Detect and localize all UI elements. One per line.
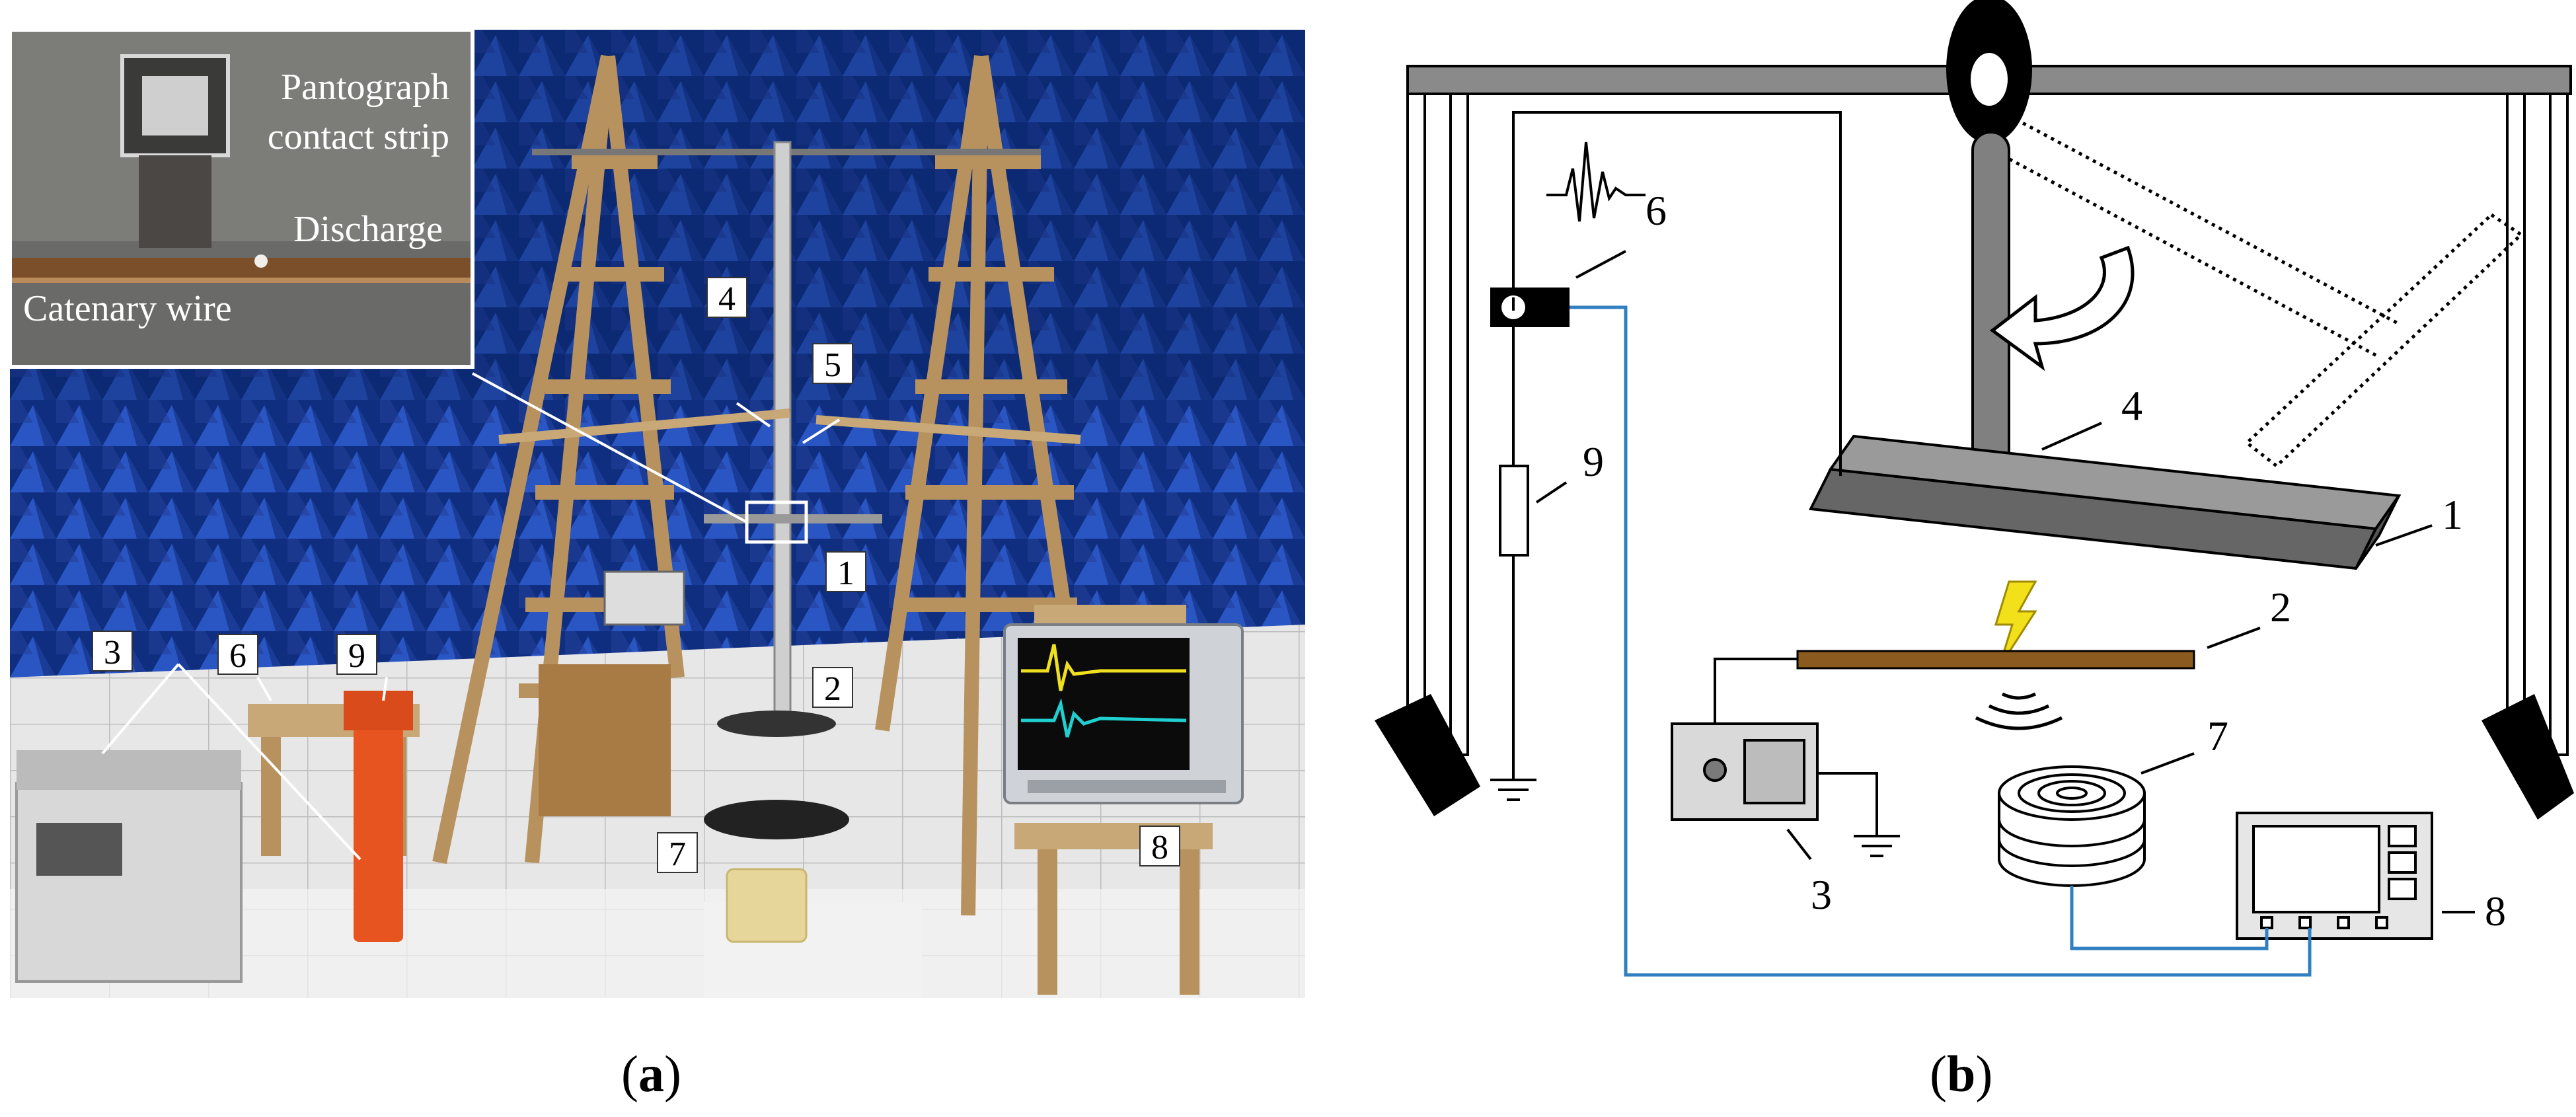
ground-icon: [1490, 779, 1536, 801]
frame-left-leg: [1375, 93, 1480, 816]
catenary-wire: [1796, 650, 2195, 670]
svg-text:6: 6: [229, 637, 246, 675]
photo-tag-8: 8: [1139, 826, 1180, 867]
inset-label-pantograph-line1: Pantograph: [281, 67, 449, 108]
photo-tag-5: 5: [812, 343, 853, 384]
svg-text:4: 4: [718, 280, 736, 318]
photo-tag-7: 7: [657, 832, 698, 873]
frame-right-leg: [2481, 93, 2574, 820]
signal-cable: [1570, 305, 2312, 977]
sound-wave-icon: [1975, 692, 2063, 730]
experiment-schematic: 6 9 4 1 2 7 3 8: [1375, 0, 2574, 977]
acoustic-sensor: [726, 868, 808, 943]
damping-resistor: [354, 724, 403, 942]
svg-text:9: 9: [348, 637, 365, 675]
inset-discharge-photo: Pantograph contact strip Discharge Caten…: [10, 30, 474, 369]
photo-tag-3: 3: [92, 631, 133, 672]
label-3: 3: [1811, 871, 1832, 918]
label-1: 1: [2442, 491, 2463, 538]
photo-tag-6: 6: [217, 634, 258, 675]
label-9: 9: [1583, 438, 1604, 485]
inset-label-pantograph-line2: contact strip: [268, 116, 449, 157]
hv-power-supply-box: [15, 750, 243, 983]
swing-arrow: [1989, 245, 2135, 371]
acoustic-sensor: [1998, 765, 2146, 887]
pantograph-rod: [773, 141, 792, 725]
damping-resistor: [1499, 465, 1529, 557]
oscilloscope: [1003, 623, 1244, 804]
pulse-waveform-icon: [1546, 141, 1646, 222]
caption-b: (b): [1930, 1045, 1993, 1102]
label-8: 8: [2485, 888, 2506, 935]
label-4: 4: [2121, 382, 2142, 429]
hv-power-supply: [1671, 722, 1819, 821]
label-2: 2: [2270, 584, 2291, 631]
ground-icon: [1854, 835, 1900, 857]
photo-tag-4: 4: [706, 277, 747, 318]
discharge-spark-icon: [1994, 580, 2037, 668]
svg-text:3: 3: [104, 634, 121, 672]
inset-label-catenary: Catenary wire: [23, 288, 232, 329]
svg-text:8: 8: [1151, 829, 1168, 867]
photo-tag-1: 1: [825, 551, 866, 592]
swung-rod-dotted: [2001, 114, 2524, 469]
right-wooden-ladder: [875, 55, 1088, 916]
oscilloscope: [2236, 812, 2433, 940]
label-6: 6: [1646, 187, 1667, 234]
svg-text:7: 7: [669, 835, 686, 873]
photo-tag-2: 2: [812, 667, 853, 708]
svg-text:1: 1: [837, 555, 854, 592]
inset-label-discharge: Discharge: [293, 209, 443, 250]
experiment-photo: Pantograph contact strip Discharge Caten…: [10, 30, 1305, 998]
photo-tag-9: 9: [336, 634, 377, 675]
label-7: 7: [2207, 713, 2228, 759]
caption-a: (a): [621, 1045, 681, 1102]
svg-text:2: 2: [824, 670, 841, 708]
pantograph-contact-strip: [1808, 434, 2402, 570]
svg-text:5: 5: [824, 346, 841, 384]
